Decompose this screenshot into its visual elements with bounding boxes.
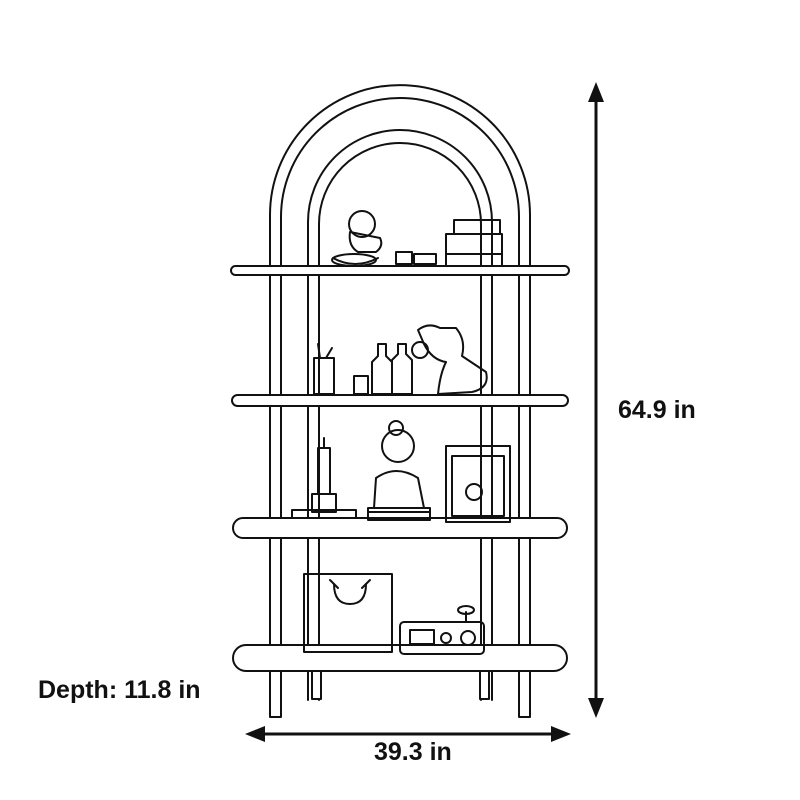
outer-arch xyxy=(269,84,531,701)
leg-back-left xyxy=(311,670,322,700)
width-dimension-label: 39.3 in xyxy=(374,738,452,766)
radio-decor xyxy=(399,605,485,655)
small-boxes-decor xyxy=(395,251,437,265)
bottles-decor xyxy=(353,343,413,395)
candle-holder-decor xyxy=(311,437,337,513)
bust-sculpture-decor xyxy=(367,420,431,519)
outer-arch-inner-edge xyxy=(280,97,520,701)
figurine-decor xyxy=(331,210,383,267)
picture-frame-decor xyxy=(445,445,511,523)
arrow-double-horizontal xyxy=(245,726,571,742)
height-dimension-label: 64.9 in xyxy=(618,396,696,424)
depth-dimension-label: Depth: 11.8 in xyxy=(38,676,201,704)
leg-front-left xyxy=(269,670,282,718)
leg-front-right xyxy=(518,670,531,718)
inner-arch-inner-edge xyxy=(318,142,482,701)
bookshelf-illustration xyxy=(230,84,570,718)
cat-figurine-decor xyxy=(411,324,488,395)
inner-arch xyxy=(307,129,493,701)
book-stack-decor xyxy=(445,219,503,267)
leg-back-right xyxy=(479,670,490,700)
shelf-top xyxy=(230,265,570,276)
brush-cup-decor xyxy=(313,343,335,395)
arrow-double-vertical xyxy=(588,82,604,718)
storage-box-decor xyxy=(303,573,393,653)
shelf-second xyxy=(231,394,569,407)
